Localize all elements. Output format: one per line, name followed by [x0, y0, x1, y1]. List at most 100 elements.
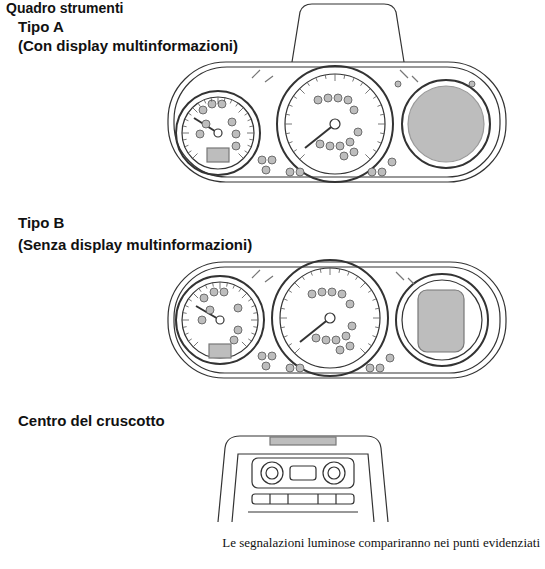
- tick-mark: [205, 285, 207, 289]
- tick-mark: [373, 318, 380, 319]
- tick-mark: [224, 98, 226, 102]
- tick-mark: [380, 114, 384, 116]
- tick-mark: [199, 288, 201, 291]
- tick-mark: [368, 344, 371, 346]
- tick-mark: [284, 299, 288, 301]
- tick-mark: [325, 75, 327, 79]
- tick-mark: [380, 132, 384, 134]
- tick-mark: [361, 82, 363, 85]
- tick-mark: [295, 348, 300, 353]
- tick-mark: [249, 125, 253, 127]
- tick-mark: [242, 293, 247, 298]
- tick-mark: [185, 305, 189, 307]
- tick-mark: [348, 272, 350, 276]
- tick-mark: [248, 145, 252, 147]
- tick-mark: [372, 336, 376, 338]
- tick-mark: [188, 151, 191, 153]
- tick-mark: [368, 290, 371, 292]
- tick-mark: [239, 288, 241, 291]
- tick-mark: [204, 100, 206, 104]
- tick-mark: [183, 312, 187, 314]
- tick-mark: [183, 139, 187, 141]
- tick-mark: [188, 339, 191, 341]
- tick-mark: [220, 282, 221, 289]
- tick-mark: [289, 142, 293, 144]
- tick-mark: [281, 308, 285, 310]
- tick-mark: [245, 151, 248, 153]
- tick-mark: [300, 89, 305, 94]
- tick-mark: [377, 142, 381, 144]
- tick-mark: [293, 150, 296, 152]
- tick-mark: [360, 348, 365, 353]
- tick-mark: [320, 269, 322, 273]
- tick-mark: [253, 312, 257, 314]
- tick-mark: [210, 98, 212, 102]
- tick-mark: [335, 74, 336, 81]
- tick-mark: [286, 114, 290, 116]
- tick-mark: [288, 344, 291, 346]
- gauge-ticks: [182, 74, 385, 353]
- tick-mark: [185, 333, 189, 335]
- tick-mark: [230, 100, 232, 104]
- tick-mark: [226, 283, 228, 287]
- tick-mark: [239, 154, 244, 159]
- section-heading: (Con display multinformazioni): [18, 37, 238, 54]
- cluster-type-a: [168, 4, 506, 182]
- tick-mark: [193, 154, 198, 159]
- tick-mark: [193, 108, 198, 113]
- tick-mark: [212, 283, 214, 287]
- tick-mark: [343, 75, 345, 79]
- tick-mark: [289, 105, 293, 107]
- tick-mark: [293, 96, 296, 98]
- tick-mark: [239, 108, 244, 113]
- tick-mark: [248, 299, 251, 301]
- tick-mark: [236, 103, 238, 106]
- tick-mark: [251, 333, 255, 335]
- tick-mark: [365, 154, 370, 159]
- section-heading: (Senza display multinformazioni): [18, 236, 252, 253]
- tick-mark: [183, 326, 187, 328]
- tick-mark: [330, 268, 331, 275]
- tick-mark: [183, 125, 187, 127]
- cluster-type-b: [168, 260, 506, 378]
- tick-mark: [280, 318, 287, 319]
- tick-mark: [182, 320, 189, 321]
- tick-mark: [284, 336, 288, 338]
- section-heading: Tipo B: [18, 214, 64, 231]
- tick-mark: [248, 119, 252, 121]
- tick-mark: [377, 105, 381, 107]
- tick-mark: [182, 133, 189, 134]
- tick-mark: [188, 113, 191, 115]
- tick-mark: [286, 132, 290, 134]
- tick-mark: [185, 145, 189, 147]
- tick-mark: [372, 299, 376, 301]
- tick-mark: [245, 113, 248, 115]
- tick-mark: [251, 305, 255, 307]
- tick-mark: [288, 290, 291, 292]
- tick-mark: [375, 326, 379, 328]
- tick-mark: [242, 342, 247, 347]
- caption: Le segnalazioni luminose compariranno ne…: [222, 535, 540, 551]
- tick-mark: [378, 124, 385, 125]
- tick-mark: [198, 103, 200, 106]
- tick-mark: [218, 97, 219, 104]
- tick-mark: [375, 308, 379, 310]
- tick-mark: [365, 89, 370, 94]
- tick-mark: [300, 154, 305, 159]
- tick-mark: [295, 283, 300, 288]
- tick-mark: [248, 339, 251, 341]
- tick-mark: [249, 139, 253, 141]
- tick-mark: [302, 276, 304, 279]
- tick-mark: [193, 342, 198, 347]
- tick-mark: [233, 285, 235, 289]
- tick-mark: [281, 326, 285, 328]
- tick-mark: [311, 272, 313, 276]
- tick-mark: [373, 96, 376, 98]
- tick-mark: [338, 269, 340, 273]
- tick-mark: [360, 283, 365, 288]
- tick-mark: [307, 82, 309, 85]
- tick-mark: [356, 276, 358, 279]
- tick-mark: [185, 119, 189, 121]
